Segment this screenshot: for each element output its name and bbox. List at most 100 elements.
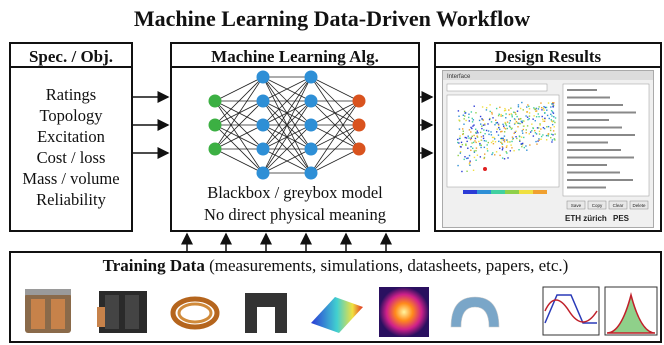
nn-node [304, 70, 318, 84]
scatter-point [476, 130, 479, 132]
scatter-point [482, 119, 485, 121]
scatter-point [508, 113, 511, 116]
scatter-point [532, 135, 535, 137]
scatter-point [470, 131, 472, 133]
scatter-point [498, 140, 500, 143]
scatter-point [510, 128, 513, 130]
scatter-point [481, 127, 483, 130]
scatter-point [511, 116, 513, 118]
scatter-point [498, 124, 500, 126]
scatter-point [500, 113, 502, 116]
scatter-point [512, 137, 514, 140]
scatter-point [551, 115, 553, 117]
scatter-point [487, 130, 490, 132]
readout-line [567, 134, 635, 136]
scatter-point [480, 136, 483, 138]
scatter-point [510, 113, 513, 115]
scatter-point [459, 152, 462, 154]
scatter-point [546, 109, 548, 111]
scatter-point [464, 136, 466, 139]
scatter-point [495, 107, 498, 110]
scatter-point [469, 138, 472, 141]
spec-item: Reliability [36, 190, 106, 209]
scatter-point [492, 143, 495, 145]
scatter-point [478, 140, 480, 143]
scatter-point [529, 144, 531, 146]
scatter-point [514, 119, 517, 121]
scatter-point [457, 164, 459, 167]
scatter-point [504, 109, 507, 111]
scatter-point [551, 120, 554, 123]
scatter-point [482, 135, 485, 137]
scatter-point [471, 135, 473, 138]
scatter-point [488, 133, 490, 136]
scatter-point [545, 106, 548, 109]
scatter-point [470, 149, 472, 152]
scatter-point [510, 144, 512, 146]
scatter-point [505, 146, 508, 149]
scatter-point [468, 137, 470, 139]
scatter-point [471, 127, 473, 130]
scatter-point [475, 149, 477, 152]
gui-button-save[interactable]: Save [566, 200, 586, 210]
gui-button-clear[interactable]: Clear [608, 200, 628, 210]
scatter-point [520, 136, 523, 138]
scatter-point [503, 131, 506, 133]
scatter-point [518, 149, 520, 151]
scatter-point [496, 128, 498, 130]
scatter-point [465, 144, 467, 146]
scatter-point [509, 119, 512, 122]
scatter-point [521, 144, 524, 146]
nn-edge [262, 76, 312, 102]
scatter-point [542, 107, 545, 110]
scatter-point [466, 140, 468, 143]
gui-button-delete[interactable]: Delete [629, 200, 649, 210]
scatter-point [516, 122, 519, 124]
scatter-point [504, 121, 506, 124]
scatter-point [521, 142, 524, 145]
scatter-point [545, 134, 548, 137]
scatter-point [507, 141, 509, 143]
scatter-point [511, 114, 513, 116]
scatter-point [511, 147, 513, 149]
scatter-point [471, 117, 473, 120]
scatter-point [534, 132, 537, 134]
scatter-point [473, 151, 476, 153]
scatter-point [511, 136, 514, 138]
scatter-point [534, 120, 536, 122]
scatter-point [470, 111, 473, 113]
scatter-point [523, 120, 525, 122]
nn-edge [310, 100, 360, 174]
scatter-point [472, 147, 474, 150]
gui-button-copy[interactable]: Copy [587, 200, 607, 210]
scatter-point [475, 141, 477, 144]
scatter-point [495, 151, 498, 153]
scatter-point [500, 131, 502, 133]
scatter-point [546, 114, 549, 117]
nn-node [352, 142, 366, 156]
scatter-point [541, 109, 543, 111]
scatter-point [483, 140, 486, 142]
scatter-point [513, 132, 515, 135]
scatter-point [501, 142, 503, 144]
scatter-point [547, 135, 550, 137]
scatter-point [464, 156, 466, 158]
scatter-point [551, 139, 554, 141]
core-photo [245, 293, 287, 333]
scatter-point [494, 154, 496, 156]
scatter-point [482, 124, 485, 126]
nn-node [304, 166, 318, 180]
scatter-point [526, 125, 529, 127]
readout-line [567, 141, 608, 144]
scatter-point [480, 146, 482, 149]
nn-node [352, 118, 366, 132]
nn-edge [214, 124, 264, 150]
scatter-point [465, 119, 467, 122]
scatter-point [503, 139, 506, 141]
scatter-point [513, 118, 516, 120]
scatter-point [543, 105, 545, 108]
scatter-point [465, 137, 468, 139]
scatter-point [551, 111, 554, 113]
nn-node [208, 94, 222, 108]
nn-node [208, 142, 222, 156]
